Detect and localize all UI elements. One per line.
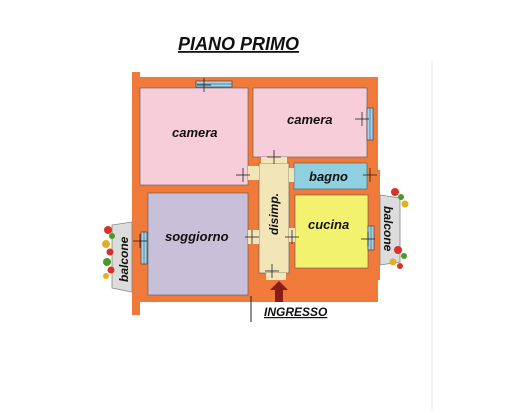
label-ingresso: INGRESSO	[264, 305, 328, 319]
room-bagno	[293, 162, 368, 190]
label-cucina: cucina	[308, 217, 349, 232]
room-camera-left	[139, 87, 249, 186]
label-disimpegno: disimp.	[267, 193, 281, 235]
flowers-right	[389, 188, 409, 269]
wall-right-extension	[372, 170, 380, 280]
wall-left-foot	[132, 290, 140, 315]
door-camera-left	[248, 166, 259, 180]
room-camera-right	[252, 87, 368, 158]
light-points	[133, 78, 377, 278]
entrance-arrow-icon	[270, 281, 288, 302]
label-balcone-left: balcone	[117, 236, 131, 282]
room-cucina	[294, 194, 369, 269]
window-left-soggiorno	[140, 231, 148, 265]
room-soggiorno	[147, 192, 249, 296]
label-camera-left: camera	[172, 125, 218, 140]
plan-title: PIANO PRIMO	[178, 34, 299, 54]
window-right-camera	[366, 107, 374, 141]
label-bagno: bagno	[309, 169, 348, 184]
wall-notch	[132, 72, 140, 84]
door-ingresso	[266, 273, 286, 280]
flowers-left	[102, 226, 115, 279]
window-top-camera	[195, 80, 233, 88]
label-balcone-right: balcone	[381, 206, 395, 252]
label-camera-right: camera	[287, 112, 333, 127]
door-bagno	[289, 168, 294, 182]
window-right-cucina	[367, 225, 375, 251]
label-soggiorno: soggiorno	[165, 229, 229, 244]
